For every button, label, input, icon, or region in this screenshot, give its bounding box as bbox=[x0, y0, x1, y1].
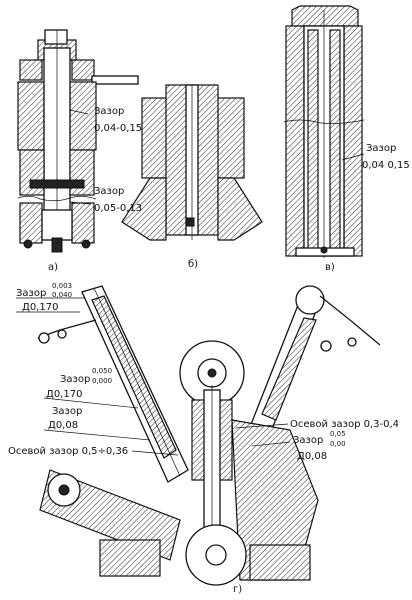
caption-a: а) bbox=[48, 262, 58, 273]
d-right-label: Зазор bbox=[293, 435, 323, 446]
leader-a-gap1 bbox=[69, 109, 89, 115]
d-mid1-tol-upper: 0,050 bbox=[92, 367, 112, 375]
panel-b-drawing bbox=[121, 84, 263, 241]
leader-d-mid2 bbox=[43, 429, 151, 441]
panel-a-drawing bbox=[17, 29, 139, 253]
leader-a-gap2 bbox=[69, 201, 91, 205]
leader-d-axial-right bbox=[235, 423, 289, 429]
leader-c-gap bbox=[341, 153, 365, 161]
a-gap1-label: Зазор bbox=[94, 106, 124, 117]
d-mid1-dim: Д0,170 bbox=[46, 389, 82, 400]
d-mid1-tol-lower: 0,000 bbox=[92, 377, 112, 385]
d-top-tol-lower: 0,040 bbox=[52, 291, 72, 299]
leader-d-mid1 bbox=[43, 397, 139, 409]
caption-c: в) bbox=[325, 262, 335, 273]
a-gap2-label: Зазор bbox=[94, 186, 124, 197]
d-top-label: Зазор bbox=[16, 288, 46, 299]
d-mid2-dim: Д0,08 bbox=[48, 420, 78, 431]
d-mid1-label: Зазор bbox=[60, 374, 90, 385]
c-gap-label: Зазор bbox=[366, 143, 396, 154]
d-mid2-label: Зазор bbox=[52, 406, 82, 417]
c-gap-value: 0,04 0,15 bbox=[362, 160, 410, 171]
panel-d-drawing bbox=[37, 285, 381, 586]
d-axial-right: Осевой зазор 0,3-0,4 bbox=[290, 419, 399, 430]
d-top-tol-upper: 0,003 bbox=[52, 282, 72, 290]
a-gap2-value: 0,05-0,13 bbox=[94, 203, 142, 214]
d-axial-left: Осевой зазор 0,5÷0,36 bbox=[8, 446, 128, 457]
d-right-tol-upper: 0,05 bbox=[330, 430, 346, 438]
a-gap1-value: 0,04-0,15 bbox=[94, 123, 142, 134]
caption-b: б) bbox=[188, 259, 198, 270]
d-right-dim: Д0,08 bbox=[297, 451, 327, 462]
d-top-dim: Д0,170 bbox=[22, 302, 58, 313]
caption-d: г) bbox=[233, 584, 242, 595]
leader-d-axial-left bbox=[131, 450, 179, 456]
panel-c-drawing bbox=[283, 5, 365, 258]
d-right-tol-lower: 0,00 bbox=[330, 440, 346, 448]
leader-d-right bbox=[251, 441, 291, 447]
